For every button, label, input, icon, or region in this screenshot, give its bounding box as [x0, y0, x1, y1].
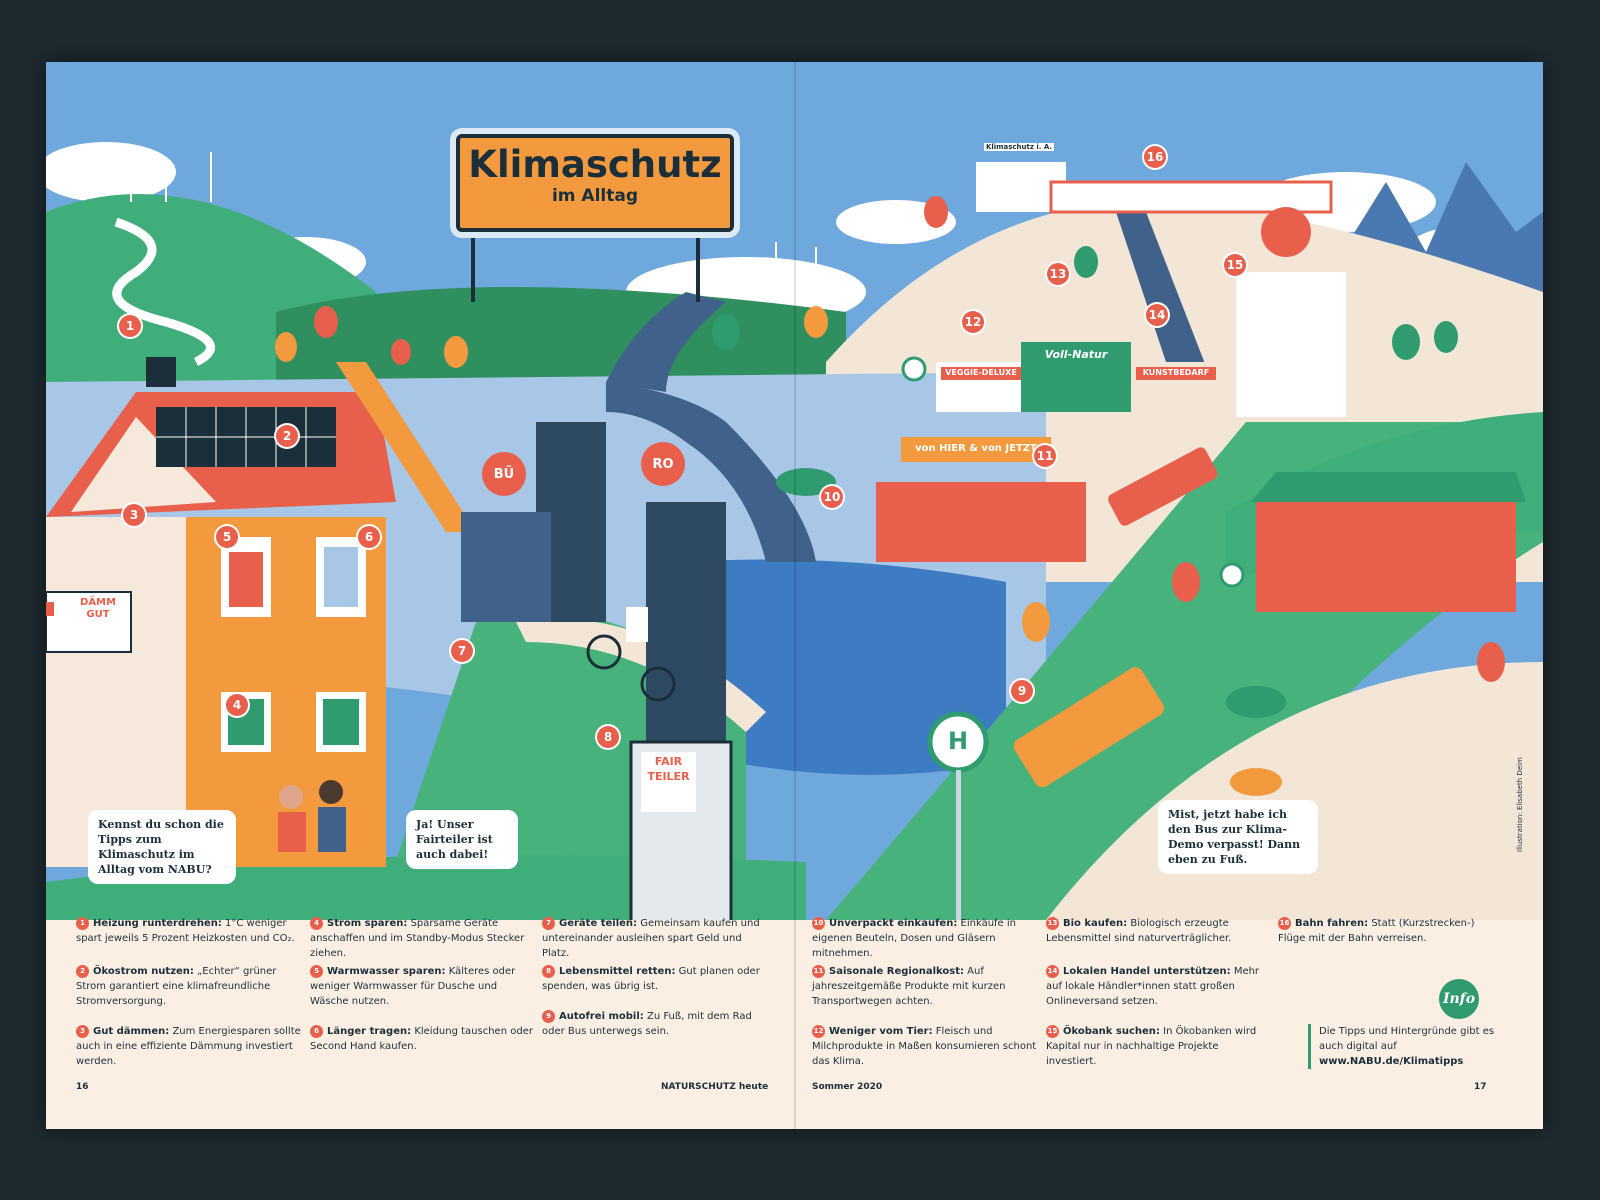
marker-5: 5 — [216, 526, 238, 548]
bank-sign-right: RO — [652, 457, 674, 472]
marker-4: 4 — [226, 694, 248, 716]
bus-stop-sign: H — [947, 727, 969, 755]
marker-15: 15 — [1224, 254, 1246, 276]
magazine-name: NATURSCHUTZ heute — [661, 1082, 769, 1092]
sign-subtitle: im Alltag — [551, 186, 639, 206]
marker-16: 16 — [1144, 146, 1166, 168]
bank-sign-left: BÜ — [493, 467, 515, 482]
page-fold — [794, 62, 796, 1129]
marker-1: 1 — [119, 315, 141, 337]
info-box: Die Tipps und Hintergründe gibt es auch … — [1308, 1024, 1499, 1069]
magazine-spread: Klimaschutz im Alltag Klimaschutz i. A. … — [46, 62, 1543, 1129]
speech-bubble-middle: Ja! Unser Fairteiler ist auch dabei! — [406, 810, 518, 869]
store-kunst: KUNSTBEDARF — [1142, 368, 1210, 377]
marker-14: 14 — [1146, 304, 1168, 326]
marker-7: 7 — [451, 640, 473, 662]
station-label: Klimaschutz i. A. — [984, 143, 1054, 151]
marker-12: 12 — [962, 311, 984, 333]
illustration-credit: Illustration: Elisabeth Deim — [1516, 757, 1524, 852]
speech-bubble-left: Kennst du schon die Tipps zum Klimaschut… — [88, 810, 236, 884]
illustration: Klimaschutz im Alltag Klimaschutz i. A. … — [46, 62, 1543, 920]
info-link[interactable]: www.NABU.de/Klimatipps — [1319, 1056, 1464, 1067]
marker-3: 3 — [123, 504, 145, 526]
store-regional: von HIER & von JETZT — [915, 443, 1037, 454]
marker-10: 10 — [821, 486, 843, 508]
page-number-left: 16 — [76, 1082, 89, 1092]
illustration-artwork — [46, 62, 1543, 920]
page-number-right: 17 — [1474, 1082, 1487, 1092]
info-text: Die Tipps und Hintergründe gibt es auch … — [1319, 1026, 1495, 1052]
marker-6: 6 — [358, 526, 380, 548]
town-sign: Klimaschutz im Alltag — [456, 134, 734, 232]
fair-sign-1: FAIR — [654, 755, 683, 768]
sign-title: Klimaschutz — [468, 143, 722, 186]
marker-2: 2 — [276, 425, 298, 447]
fair-sign-2: TEILER — [647, 770, 690, 783]
store-veggie: VEGGIE-DELUXE — [945, 368, 1017, 377]
marker-11: 11 — [1034, 445, 1056, 467]
info-badge: Info — [1439, 979, 1479, 1019]
store-vollnatur: Voll-Natur — [1044, 348, 1108, 361]
speech-bubble-right: Mist, jetzt habe ich den Bus zur Klima-D… — [1158, 800, 1318, 874]
marker-13: 13 — [1047, 263, 1069, 285]
damm-gut-sign: DÄMM GUT — [80, 597, 116, 620]
issue-date: Sommer 2020 — [812, 1082, 883, 1092]
marker-8: 8 — [597, 726, 619, 748]
marker-9: 9 — [1011, 680, 1033, 702]
